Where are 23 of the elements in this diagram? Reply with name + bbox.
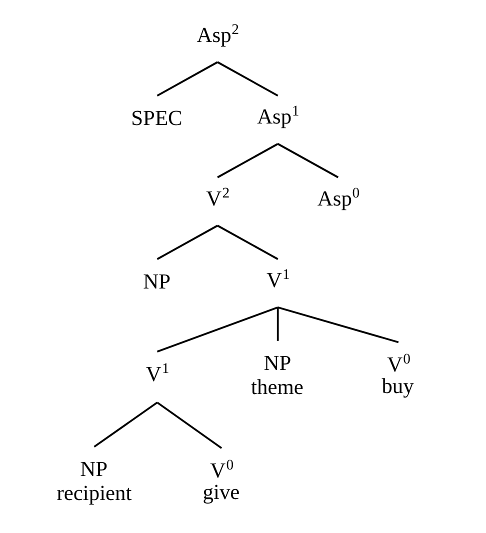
node-text: Asp$^{0}$ xyxy=(317,185,360,210)
connector xyxy=(217,143,278,178)
connector xyxy=(276,307,279,341)
node-text: NP xyxy=(143,269,171,294)
node-text: NP recipient xyxy=(56,456,132,506)
node-text: V$^{0}$ give xyxy=(202,457,240,504)
node-text: V$^{2}$ xyxy=(206,185,230,210)
node-text: Asp$^{1}$ xyxy=(257,104,300,129)
connector xyxy=(217,224,278,260)
node-text: V$^{0}$ buy xyxy=(382,351,414,398)
connector xyxy=(156,224,218,260)
node-text: V$^{1}$ xyxy=(266,267,290,292)
node-text: NP theme xyxy=(251,351,304,400)
node-text: Asp$^{2}$ xyxy=(196,22,239,47)
connector xyxy=(156,402,222,449)
node-text: V$^{1}$ xyxy=(146,360,170,386)
connector xyxy=(94,402,158,448)
connector xyxy=(278,306,399,344)
connector xyxy=(156,306,278,352)
connector xyxy=(156,61,218,96)
node-text: SPEC xyxy=(131,106,182,130)
connector xyxy=(277,143,339,178)
connector xyxy=(217,61,278,96)
